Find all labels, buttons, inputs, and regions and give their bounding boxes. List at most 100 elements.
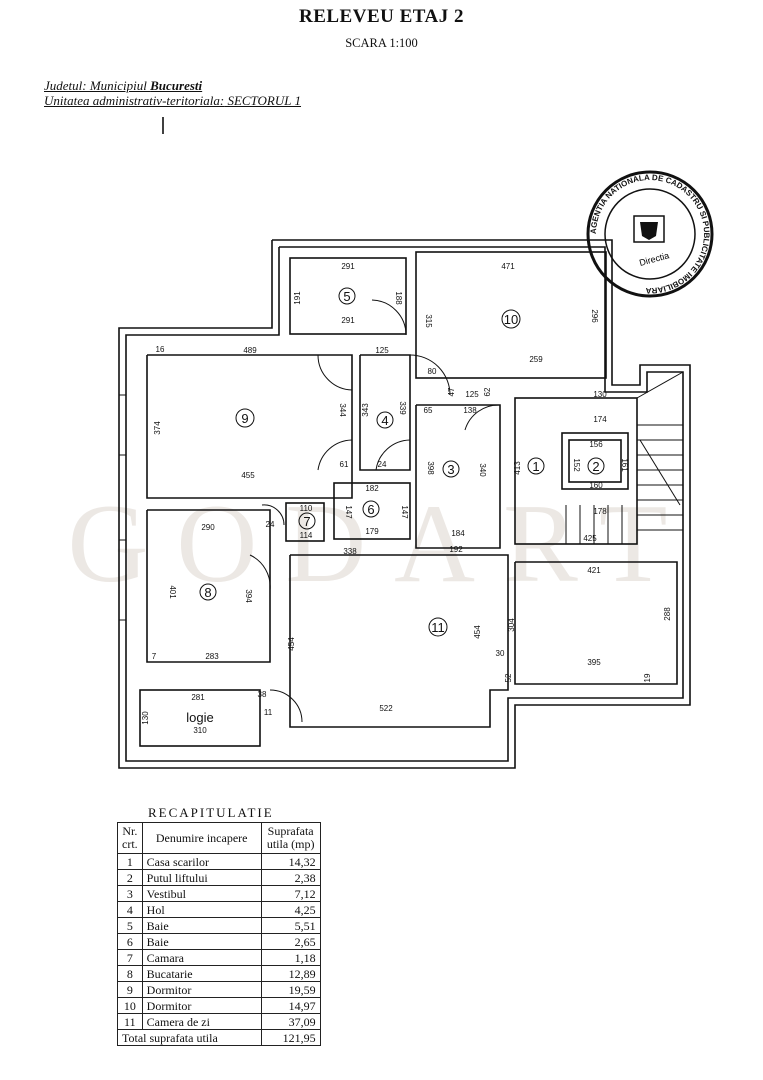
room-6-number: 6: [367, 502, 374, 517]
dim-label: 30: [496, 649, 505, 658]
room-3-outline: [415, 404, 501, 549]
room-10-number: 10: [504, 312, 518, 327]
row-area: 1,18: [260, 949, 321, 966]
dim-label: 80: [428, 367, 437, 376]
row-name: Bucatarie: [141, 965, 262, 982]
logie-label: logie: [186, 710, 213, 725]
dim-label: 340: [478, 463, 487, 477]
room-3-marker: [442, 460, 460, 478]
dim-label: 179: [365, 527, 379, 536]
row-area: 37,09: [260, 1013, 321, 1030]
uat-line: Unitatea administrativ-teritoriala: SECT…: [44, 93, 301, 109]
dim-label: 471: [501, 262, 515, 271]
dim-label: 114: [300, 531, 313, 540]
row-nr: 7: [117, 949, 143, 966]
room-11-outline: [289, 554, 509, 728]
dim-label: 11: [264, 708, 273, 717]
header-nr: Nr. crt.: [117, 822, 143, 854]
page-title: RELEVEU ETAJ 2: [298, 6, 464, 27]
windows: [119, 327, 625, 769]
room-2-marker: [587, 457, 605, 475]
door-arcs: [249, 299, 501, 723]
room-2-outline: [561, 432, 629, 490]
room-11-marker: [428, 617, 448, 637]
row-nr: 6: [117, 933, 143, 950]
dim-label: 290: [201, 523, 215, 532]
outer-wall: [118, 239, 691, 769]
dim-label: 413: [513, 461, 522, 475]
room-2-number: 2: [592, 459, 599, 474]
row-nr: 1: [117, 853, 143, 870]
dim-label: 147: [344, 505, 353, 519]
dim-label: 125: [465, 390, 479, 399]
room-8-marker: [199, 583, 217, 601]
room-right-outline: [514, 561, 678, 685]
room-11-number: 11: [431, 620, 445, 635]
dim-label: 130: [141, 711, 150, 725]
row-name: Dormitor: [141, 997, 262, 1014]
dim-label: 191: [293, 291, 302, 305]
dim-label: 421: [587, 566, 601, 575]
room-8-number: 8: [204, 585, 211, 600]
row-nr: 11: [117, 1013, 143, 1030]
room-6-outline: [333, 482, 411, 540]
dim-label: 283: [205, 652, 219, 661]
dim-label: 394: [244, 589, 253, 603]
room-2-inner: [568, 439, 622, 483]
room-7-marker: [298, 512, 316, 530]
dim-label: 291: [341, 262, 355, 271]
header-area: Suprafata utila (mp): [260, 822, 321, 854]
dim-label: 16: [156, 345, 165, 354]
header-name: Denumire incapere: [141, 822, 262, 854]
room-7-outline: [285, 502, 325, 542]
judet-line: Judetul: Municipiul Bucuresti: [44, 78, 202, 94]
room-1-outline: [514, 397, 638, 545]
dim-label: 152: [572, 458, 581, 472]
dim-label: 188: [394, 291, 403, 305]
dim-label: 454: [473, 625, 482, 639]
stamp-inner-text: Directia: [638, 250, 670, 268]
stairs: [565, 371, 684, 544]
row-name: Baie: [141, 917, 262, 934]
row-area: 7,12: [260, 885, 321, 902]
dim-label: 304: [507, 618, 516, 632]
row-nr: 9: [117, 981, 143, 998]
row-area: 2,65: [260, 933, 321, 950]
dim-label: 455: [241, 471, 255, 480]
row-nr: 3: [117, 885, 143, 902]
dim-label: 61: [340, 460, 349, 469]
row-name: Putul liftului: [141, 869, 262, 886]
dim-label: 344: [338, 403, 347, 417]
room-6-marker: [362, 500, 380, 518]
total-label: Total suprafata utila: [117, 1029, 262, 1046]
dim-label: 395: [587, 658, 601, 667]
dim-label: 296: [590, 309, 599, 323]
dim-label: 425: [583, 534, 597, 543]
dim-label: 138: [463, 406, 477, 415]
dim-label: 339: [398, 401, 407, 415]
row-name: Hol: [141, 901, 262, 918]
room-10-outline: [415, 251, 607, 379]
row-area: 2,38: [260, 869, 321, 886]
judet-label: Judetul: Municipiul: [44, 78, 151, 93]
dim-label: 184: [451, 529, 465, 538]
recap-header-row: Nr. crt. Denumire incapere Suprafata uti…: [117, 822, 321, 854]
row-name: Baie: [141, 933, 262, 950]
room-4-number: 4: [381, 413, 388, 428]
shield-icon: [640, 222, 658, 240]
dim-label: 24: [266, 520, 275, 529]
dim-label: 52: [504, 673, 513, 682]
dim-label: 343: [361, 403, 370, 417]
dim-label: 160: [589, 481, 603, 490]
room-7-number: 7: [303, 514, 310, 529]
judet-value: Bucuresti: [150, 78, 203, 93]
dim-label: 147: [400, 505, 409, 519]
dim-label: 130: [593, 390, 607, 399]
